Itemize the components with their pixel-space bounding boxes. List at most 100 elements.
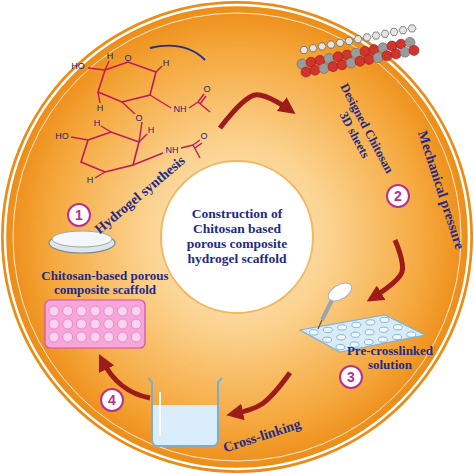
central-circle: Construction of Chitosan based porous co… — [159, 159, 315, 315]
stage-text: Construction of Chitosan based porous co… — [175, 207, 299, 266]
sugar-ring — [81, 132, 139, 172]
plate-well — [90, 306, 100, 316]
sheet-ring — [399, 27, 407, 34]
chemical-bond — [156, 66, 162, 72]
stage-region: Designed Chitosan 3D sheets2 — [290, 40, 430, 240]
chemical-bond — [122, 102, 135, 114]
plate-well — [118, 319, 128, 329]
atom-label: O — [193, 131, 215, 141]
step-number-text: 3 — [338, 364, 364, 390]
process-arrow — [373, 240, 403, 298]
chemical-bond — [88, 68, 105, 70]
plate-well — [393, 325, 402, 330]
sheet-ring — [390, 29, 398, 36]
plate-well — [365, 330, 374, 335]
beaker-shine — [159, 392, 161, 436]
sheet-atom — [391, 49, 401, 59]
plate-well — [352, 322, 361, 327]
plate-well — [338, 325, 347, 330]
plate-well — [323, 327, 332, 332]
sheet-ring — [309, 45, 317, 52]
arrow-label: Cross-linking — [207, 412, 316, 461]
plate-well — [90, 332, 100, 342]
sugar-ring — [98, 62, 156, 102]
scaffold-plate — [45, 300, 145, 348]
sheet-atom — [373, 53, 383, 63]
step-number-text: 2 — [385, 183, 411, 209]
stage-region: Hydrogel synthesis1 — [45, 40, 220, 260]
step-number: 2 — [385, 183, 411, 209]
plate-well — [104, 332, 114, 342]
sheet-atom — [301, 67, 311, 77]
sheet-ring — [363, 34, 371, 41]
chemical-bond — [105, 61, 109, 70]
plate-well — [76, 332, 86, 342]
atom-label: H — [99, 51, 121, 61]
well-plate — [300, 279, 425, 352]
plate-well — [118, 332, 128, 342]
plate-well — [76, 306, 86, 316]
sheet-ring — [408, 25, 416, 32]
plate-well — [323, 337, 332, 342]
atom-label: O — [117, 53, 139, 63]
process-arrow — [220, 95, 290, 128]
process-arrow — [233, 373, 290, 414]
chitosan-sheets — [297, 25, 419, 77]
stage-text: Designed Chitosan 3D sheets — [320, 73, 400, 190]
chemical-bond — [71, 137, 88, 140]
plate-well — [104, 319, 114, 329]
plate-well — [366, 320, 375, 325]
stage-region: Chitosan-based porous composite scaffold… — [28, 262, 233, 452]
plate-well — [380, 317, 389, 322]
atom-label: NH — [169, 104, 191, 114]
atom-label: O — [196, 84, 218, 94]
beaker-liquid — [153, 405, 217, 445]
sheet-atom — [319, 63, 329, 73]
chemical-bond — [198, 102, 210, 112]
chemical-bond — [195, 143, 202, 148]
chemical-bond — [133, 153, 163, 165]
chemical-bond — [95, 172, 105, 178]
chemical-bond — [150, 95, 171, 108]
plate-well — [379, 327, 388, 332]
plate-well — [131, 319, 141, 329]
sheet-atom — [337, 60, 347, 70]
plate-well — [63, 332, 73, 342]
atom-label: HO — [67, 61, 89, 71]
step-number-text: 4 — [99, 387, 125, 413]
sheet-ring — [345, 38, 353, 45]
plate-well — [393, 334, 402, 339]
plate-well — [63, 319, 73, 329]
circle-shape — [161, 161, 313, 313]
sheet-ring — [381, 30, 389, 37]
plate-well — [131, 306, 141, 316]
plate-well — [309, 330, 318, 335]
chemical-bond — [193, 140, 200, 145]
chain-arc — [150, 46, 205, 60]
plate-well — [49, 332, 59, 342]
sheet-ring — [336, 39, 344, 46]
chemical-bond — [193, 145, 200, 158]
sheet-ring — [372, 32, 380, 39]
step-number: 3 — [338, 364, 364, 390]
sheet-ring — [300, 47, 308, 54]
sheet-atom — [355, 56, 365, 66]
plate-well — [104, 306, 114, 316]
sheet-ring — [354, 36, 362, 43]
plate-well — [351, 332, 360, 337]
step-number: 4 — [99, 387, 125, 413]
plate-body — [45, 300, 145, 348]
beaker — [148, 378, 222, 446]
atom-label: HO — [51, 131, 73, 141]
stage-text: Hydrogel synthesis — [78, 141, 203, 249]
step-number: 1 — [66, 202, 92, 228]
plate-well — [337, 335, 346, 340]
sheet-atom — [346, 58, 356, 68]
sheet-ring — [318, 43, 326, 50]
plate-well — [336, 344, 345, 349]
sheet-atom — [310, 65, 320, 75]
